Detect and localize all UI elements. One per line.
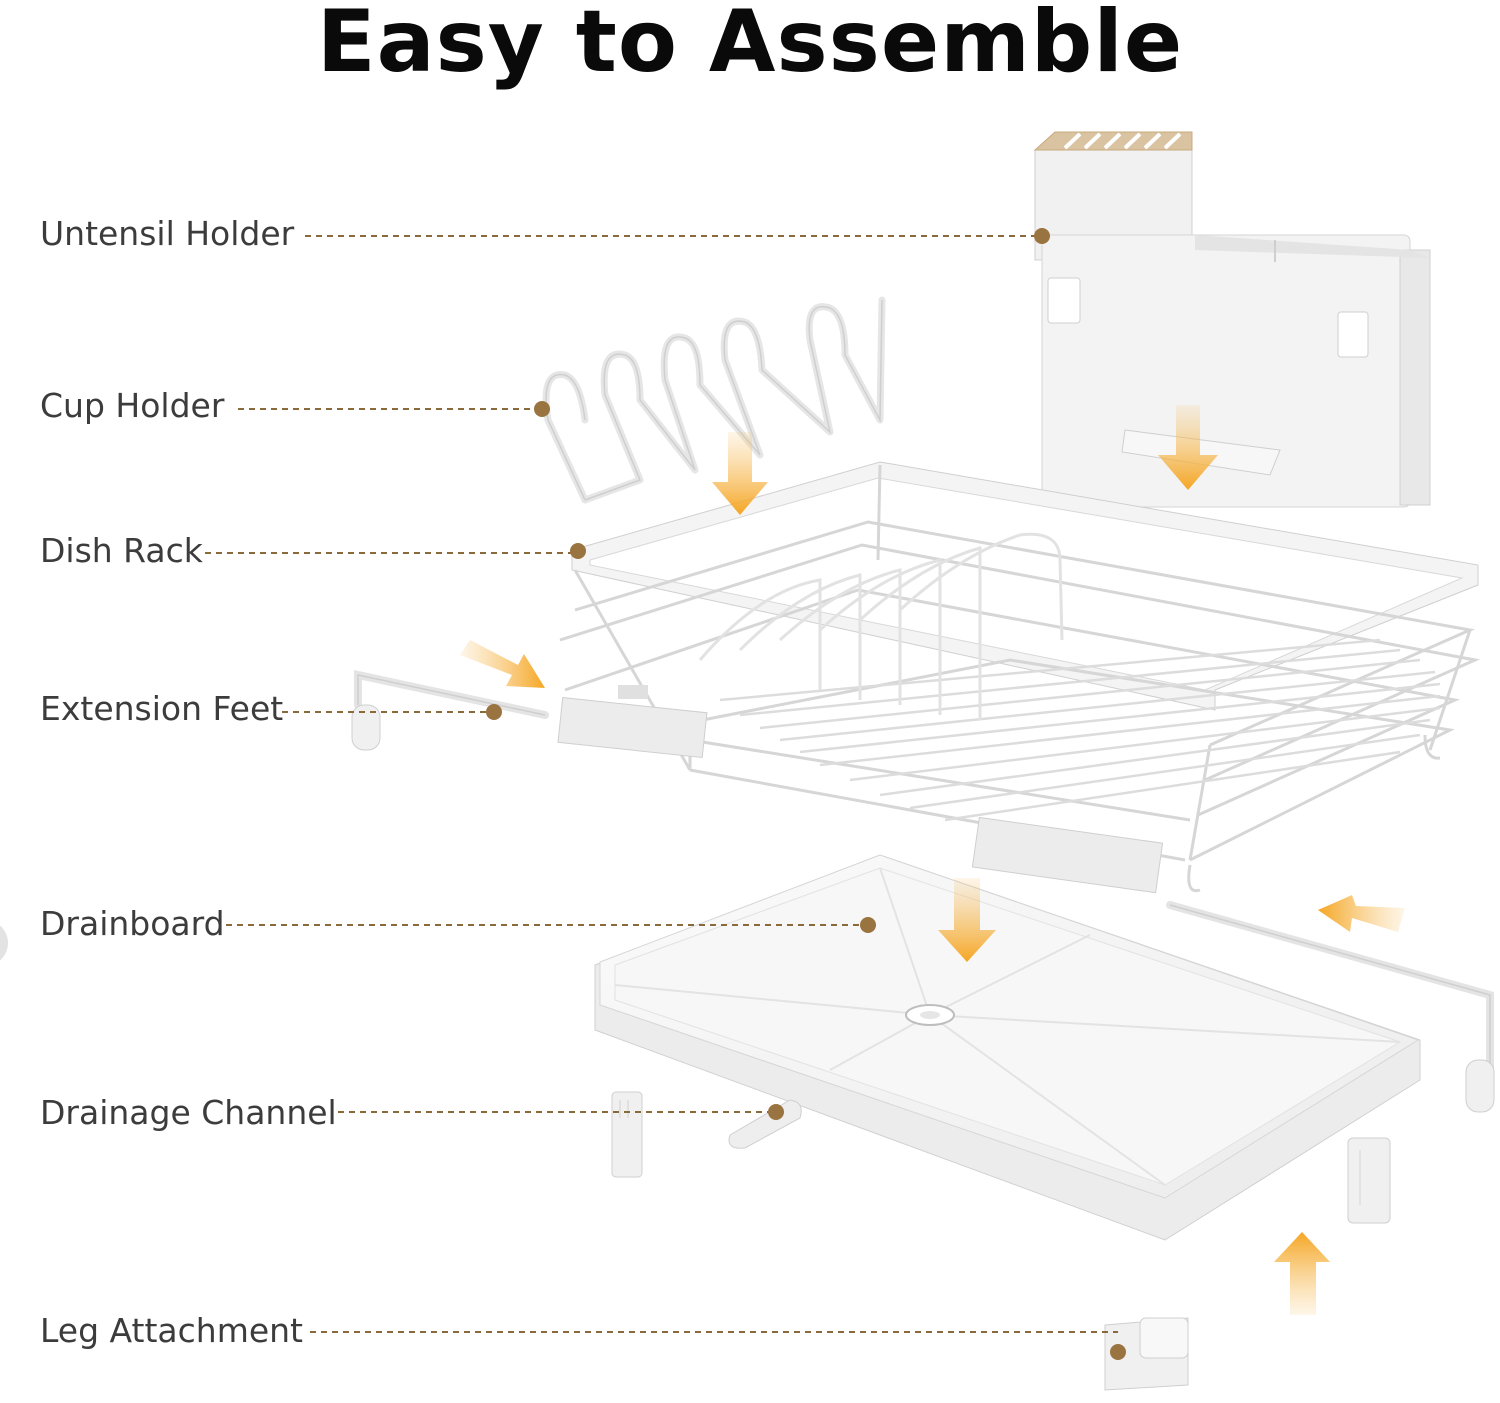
utensil-holder-part [1033, 131, 1431, 508]
edge-fragment [0, 925, 8, 961]
drainboard-part [594, 854, 1421, 1241]
marker-dot-drainboard [860, 917, 876, 933]
leg-piece-right [1347, 1137, 1391, 1224]
arrow-down-cup-holder [712, 432, 768, 515]
marker-dots [486, 228, 1126, 1360]
label-cup-holder: Cup Holder [40, 386, 225, 425]
label-leg-attachment: Leg Attachment [40, 1311, 304, 1350]
extension-foot-right [1166, 901, 1495, 1113]
leg-attachment-part [1104, 1317, 1189, 1391]
dish-rack-part [557, 461, 1481, 894]
marker-dot-drainage-channel [768, 1104, 784, 1120]
leg-piece-left [611, 1091, 643, 1178]
label-extension-feet: Extension Feet [40, 689, 284, 728]
marker-dot-utensil-holder [1034, 228, 1050, 244]
extension-foot-left [351, 670, 549, 751]
marker-dot-cup-holder [534, 401, 550, 417]
marker-dot-leg-attachment [1110, 1344, 1126, 1360]
drainage-channel-part [728, 1099, 802, 1149]
leader-lines [205, 235, 1118, 1333]
label-drainage-channel: Drainage Channel [40, 1093, 337, 1132]
arrow-down-utensil-holder [1158, 405, 1218, 490]
page-title: Easy to Assemble [316, 0, 1184, 92]
label-drainboard: Drainboard [40, 904, 225, 943]
arrow-down-drainboard [938, 878, 996, 962]
label-utensil-holder: Untensil Holder [40, 214, 295, 253]
marker-dot-extension-feet [486, 704, 502, 720]
arrow-up-leg [1274, 1232, 1330, 1315]
cup-holder-part [542, 296, 886, 504]
label-dish-rack: Dish Rack [40, 531, 203, 570]
marker-dot-dish-rack [570, 543, 586, 559]
arrow-left-extension-feet [1318, 895, 1405, 932]
arrow-right-extension-feet [460, 640, 545, 688]
